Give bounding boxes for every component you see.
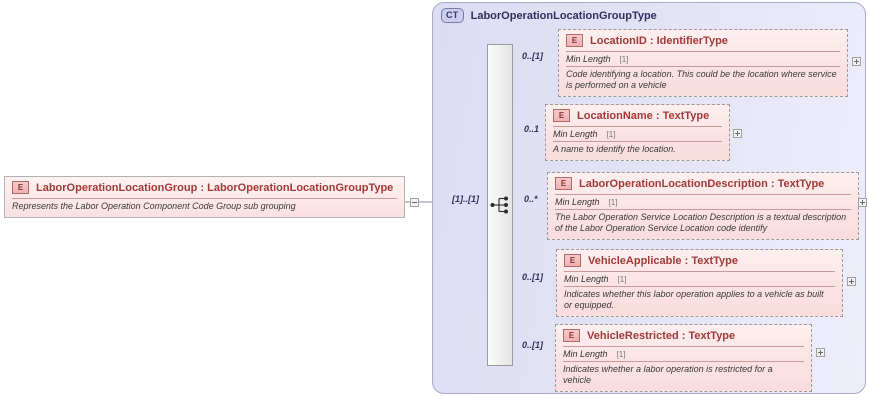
expand-icon[interactable] — [858, 198, 867, 207]
element-badge: E — [555, 177, 572, 190]
element-box-vehiclerestricted[interactable]: E VehicleRestricted : TextType Min Lengt… — [555, 324, 812, 392]
facet-min-length: Min Length [1] — [548, 195, 858, 209]
cardinality-locationname: 0..1 — [524, 124, 540, 134]
facet-value: [1] — [617, 275, 627, 284]
facet-min-length: Min Length [1] — [546, 127, 729, 141]
divider — [555, 209, 851, 210]
element-name: LocationID : IdentifierType — [590, 34, 728, 47]
element-header: E VehicleApplicable : TextType — [557, 250, 842, 271]
cardinality-vehiclerestricted: 0..[1] — [522, 340, 544, 350]
compositor-cardinality: [1]..[1] — [452, 194, 479, 204]
element-documentation: The Labor Operation Service Location Des… — [555, 212, 847, 233]
expand-icon[interactable] — [733, 129, 742, 138]
root-element-header: E LaborOperationLocationGroup : LaborOpe… — [5, 177, 404, 198]
collapse-icon[interactable] — [410, 198, 419, 207]
facet-min-length: Min Length [1] — [556, 347, 811, 361]
root-element-name: LaborOperationLocationGroup : LaborOpera… — [36, 181, 394, 194]
facet-label: Min Length — [566, 54, 611, 64]
facet-value: [1] — [608, 198, 618, 207]
element-box-locationname[interactable]: E LocationName : TextType Min Length [1]… — [545, 104, 730, 161]
complextype-badge: CT — [441, 8, 464, 23]
facet-value: [1] — [619, 55, 629, 64]
element-documentation: Code identifying a location. This could … — [566, 69, 837, 90]
facet-label: Min Length — [564, 274, 609, 284]
element-header: E LaborOperationLocationDescription : Te… — [548, 173, 858, 194]
element-box-laboroperationlocationdescription[interactable]: E LaborOperationLocationDescription : Te… — [547, 172, 859, 240]
element-documentation: Indicates whether a labor operation is r… — [563, 364, 773, 385]
element-badge: E — [563, 329, 580, 342]
element-documentation: A name to identify the location. — [553, 144, 676, 154]
divider — [553, 141, 722, 142]
complextype-title: LaborOperationLocationGroupType — [470, 9, 657, 22]
expand-icon[interactable] — [847, 277, 856, 286]
divider — [12, 198, 397, 199]
root-element-box[interactable]: E LaborOperationLocationGroup : LaborOpe… — [4, 176, 405, 218]
element-badge: E — [566, 34, 583, 47]
element-name: LaborOperationLocationDescription : Text… — [579, 177, 825, 190]
element-header: E LocationName : TextType — [546, 105, 729, 126]
element-header: E LocationID : IdentifierType — [559, 30, 847, 51]
sequence-icon — [490, 196, 508, 214]
cardinality-laboroperationlocationdescription: 0..* — [524, 194, 538, 204]
element-name: LocationName : TextType — [577, 109, 710, 122]
element-name: VehicleApplicable : TextType — [588, 254, 738, 267]
facet-value: [1] — [616, 350, 626, 359]
element-header: E VehicleRestricted : TextType — [556, 325, 811, 346]
facet-label: Min Length — [555, 197, 600, 207]
element-badge: E — [12, 181, 29, 194]
divider — [555, 194, 851, 195]
divider — [563, 361, 804, 362]
divider — [566, 51, 840, 52]
element-name: VehicleRestricted : TextType — [587, 329, 736, 342]
element-badge: E — [553, 109, 570, 122]
expand-icon[interactable] — [816, 348, 825, 357]
cardinality-vehicleapplicable: 0..[1] — [522, 272, 544, 282]
divider — [564, 271, 835, 272]
element-badge: E — [564, 254, 581, 267]
divider — [564, 286, 835, 287]
facet-label: Min Length — [563, 349, 608, 359]
facet-value: [1] — [606, 130, 616, 139]
cardinality-locationid: 0..[1] — [522, 51, 544, 61]
facet-label: Min Length — [553, 129, 598, 139]
divider — [566, 66, 840, 67]
element-documentation: Indicates whether this labor operation a… — [564, 289, 824, 310]
element-box-vehicleapplicable[interactable]: E VehicleApplicable : TextType Min Lengt… — [556, 249, 843, 317]
element-box-locationid[interactable]: E LocationID : IdentifierType Min Length… — [558, 29, 848, 97]
facet-min-length: Min Length [1] — [559, 52, 847, 66]
expand-icon[interactable] — [852, 57, 861, 66]
root-element-documentation: Represents the Labor Operation Component… — [12, 201, 296, 211]
divider — [563, 346, 804, 347]
divider — [553, 126, 722, 127]
complextype-header: CT LaborOperationLocationGroupType — [441, 8, 657, 23]
facet-min-length: Min Length [1] — [557, 272, 842, 286]
